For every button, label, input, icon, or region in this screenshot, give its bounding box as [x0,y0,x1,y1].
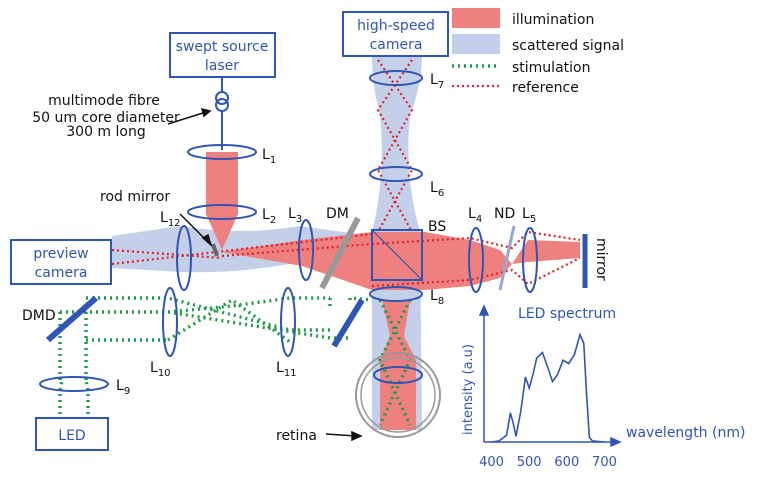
lens-L2 [187,204,257,220]
bs-label: BS [428,219,446,235]
lens-labels: L1 L2 L3 L4 L5 L6 L7 L8 L9 L10 L11 L12 [116,72,536,397]
rod-mirror [211,243,219,257]
retina-lens [373,366,423,384]
x-tick-label-400: 400 [479,455,504,470]
lens-L12-label: L12 [160,210,181,229]
rod-mirror-label: rod mirror [100,189,170,205]
lens-L11 [280,287,296,357]
optics [39,70,538,392]
chart-ylabel: intensity (a.u) [461,344,476,435]
lens-L5-label: L5 [522,206,536,225]
fibre-core: 50 um core diameter [32,110,180,126]
illumination-from-laser [206,152,238,250]
illumination-to-retina [380,300,416,430]
lens-L6 [369,166,423,182]
lens-L10-label: L10 [150,360,171,379]
lens-L11-label: L11 [276,360,297,379]
nd-label: ND [494,206,515,222]
legend-scattered-label: scattered signal [512,38,624,54]
fibre-title: multimode fibre [48,93,160,109]
legend-illumination-label: illumination [512,12,594,28]
beam-splitter [371,229,423,281]
swept-source-line2: laser [205,58,239,74]
lens-L7-label: L7 [430,72,444,91]
device-boxes [10,11,449,451]
lens-L4 [468,227,484,293]
swept-source-line1: swept source [176,39,269,55]
dmd-mirror [46,295,98,343]
high-speed-line1: high-speed [357,18,435,34]
chart-axes [478,304,622,448]
mirrors [46,216,588,348]
preview-line2: camera [35,265,88,281]
lens-L6-label: L6 [430,180,444,199]
chart-title: LED spectrum [518,306,616,322]
x-tick-label-700: 700 [592,455,617,470]
legend-scattered-swatch [452,34,500,54]
lens-L9 [39,376,109,392]
x-tick-label-500: 500 [517,455,542,470]
led-label: LED [58,428,85,444]
lens-L5 [522,227,538,293]
dmd-label: DMD [22,308,56,324]
dm-label: DM [326,206,349,222]
mirror-label: mirror [593,238,609,281]
fold-mirror [331,298,365,348]
chart-xlabel: wavelength (nm) [626,425,745,441]
retina-label: retina [276,428,317,444]
nd-filter [498,225,516,291]
legend-illumination-swatch [452,8,500,28]
component-labels: rod mirror DM BS ND mirror DMD retina [22,189,609,444]
dichroic-mirror [319,216,361,290]
fibre-annotation: multimode fibre 50 um core diameter 300 … [32,93,180,140]
lens-L4-label: L4 [468,206,482,225]
preview-camera-box [10,239,112,285]
legend-stimulation-label: stimulation [512,60,590,76]
swept-source-laser-box [169,32,276,78]
illumination-beams [206,152,580,430]
lens-L7 [369,70,423,86]
lens-L12 [176,225,192,291]
illumination-to-mirror [222,232,580,290]
lens-L3-label: L3 [288,206,302,225]
high-speed-line2: camera [370,37,423,53]
led-spectrum-chart: LED spectrum intensity (a.u) wavelength … [461,304,745,470]
lens-L8-label: L8 [430,288,444,307]
led-box [35,417,109,451]
high-speed-camera-box [342,11,449,57]
chart-ticks: 400 500 600 700 [479,455,617,470]
retina-eye [355,352,441,438]
preview-line1: preview [33,246,88,262]
lens-L3 [298,219,314,281]
lens-L1 [187,144,257,160]
legend-reference-label: reference [512,80,579,96]
pointer-arrows [167,107,363,442]
legend: illumination scattered signal stimulatio… [452,8,624,96]
fibre-length: 300 m long [66,124,145,140]
x-tick-label-600: 600 [554,455,579,470]
device-labels: swept source laser high-speed camera pre… [33,18,435,444]
lens-L9-label: L9 [116,378,130,397]
lens-L8 [369,286,423,302]
lens-L2-label: L2 [262,207,276,226]
lens-L1-label: L1 [262,147,276,166]
spectrum-series-line [491,332,605,443]
lens-L10 [162,287,178,357]
